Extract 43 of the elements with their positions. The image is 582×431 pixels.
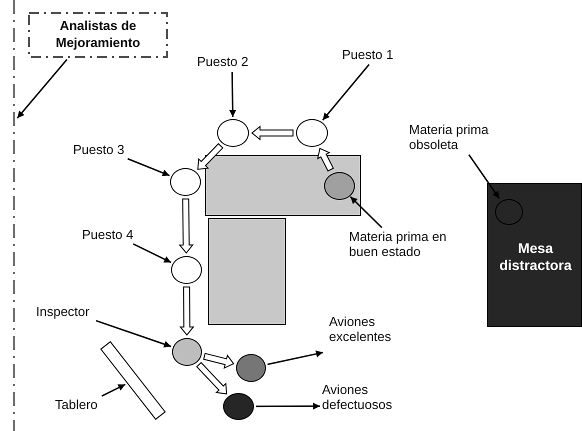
board-label: Tablero [55, 397, 113, 413]
analyst-box: Analistas de Mejoramiento [28, 12, 168, 58]
station-circle [296, 119, 328, 147]
station-label: Puesto 3 [73, 142, 139, 158]
leader-arrow [229, 72, 236, 118]
leader-arrow [127, 158, 170, 176]
leader-arrow [350, 196, 382, 228]
work-table [208, 218, 286, 325]
plane-circle [236, 354, 266, 382]
boundary-line [12, 0, 16, 431]
callout-label: Aviones excelentes [329, 314, 419, 345]
callout-label: Materia prima obsoleta [409, 122, 505, 153]
leader-arrow [322, 64, 370, 121]
leader-arrow [16, 59, 68, 119]
callout-label: Aviones defectuosos [322, 382, 414, 413]
leader-arrow [96, 320, 172, 348]
flow-arrow [251, 125, 294, 141]
flow-arrow [178, 198, 194, 254]
material-circle [324, 172, 355, 200]
leader-arrow [132, 243, 172, 264]
leader-arrow [256, 402, 320, 410]
station-circle [170, 168, 201, 196]
flow-arrow [317, 148, 334, 172]
flow-arrow [179, 286, 194, 336]
leader-arrow [267, 350, 324, 366]
distraction-table [487, 183, 582, 327]
station-label: Puesto 2 [197, 54, 267, 70]
plane-circle [223, 393, 254, 420]
flow-arrow [197, 143, 224, 170]
flow-arrow [196, 362, 228, 394]
work-table [205, 155, 361, 216]
flow-arrow [203, 352, 234, 369]
callout-label: Materia prima en buen estado [349, 229, 449, 260]
leader-arrow [468, 154, 500, 199]
inspector-label: Inspector [36, 304, 106, 320]
station-label: Puesto 1 [342, 47, 412, 63]
material-circle [495, 199, 523, 225]
inspector-circle [172, 338, 202, 366]
table-label: Mesa distractora [498, 240, 573, 274]
station-label: Puesto 4 [82, 227, 148, 243]
leader-arrow [101, 384, 126, 397]
station-circle [171, 256, 202, 284]
station-circle [217, 119, 249, 147]
